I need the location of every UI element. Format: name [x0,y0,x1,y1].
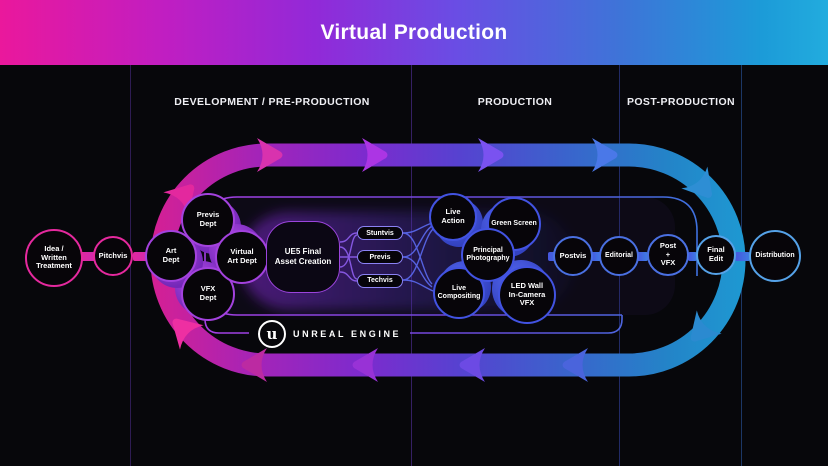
node-idea-written-treatment: Idea / Written Treatment [25,229,83,287]
unreal-engine-logo: u UNREAL ENGINE [249,320,411,348]
node-editorial: Editorial [599,236,639,276]
node-techvis: Techvis [357,273,403,288]
unreal-engine-wordmark: UNREAL ENGINE [293,329,402,339]
node-live-action: Live Action [429,193,477,241]
node-pitchvis: Pitchvis [93,236,133,276]
connector-postvfx-finaledit [688,251,697,261]
loop-arrowheads [163,138,722,382]
fan-lines-left [339,232,358,282]
connector-editorial-postvfx [637,251,648,261]
connector-pitchvis-artdept [133,251,150,261]
node-principal-photography: Principal Photography [461,228,515,282]
connector-postvis-editorial [591,251,601,261]
page-title: Virtual Production [320,20,508,44]
node-distribution: Distribution [749,230,801,282]
node-led-wall-in-camera-vfx: LED Wall In-Camera VFX [498,266,556,324]
connector-finaledit-distribution [735,251,750,261]
workflow-loop-band [150,143,746,377]
phase-label-production: PRODUCTION [477,96,553,108]
node-ue5-final-asset-creation: UE5 Final Asset Creation [266,221,340,293]
header-banner: Virtual Production [0,0,828,65]
phase-label-development: DEVELOPMENT / PRE-PRODUCTION [174,96,370,108]
node-previs: Previs [357,250,403,264]
node-stuntvis: Stuntvis [357,226,403,240]
node-virtual-art-dept: Virtual Art Dept [215,230,269,284]
node-final-edit: Final Edit [696,235,736,275]
node-postvis: Postvis [553,236,593,276]
connector-idea-pitchvis [80,251,96,261]
unreal-engine-icon: u [258,320,286,348]
node-post-vfx: Post + VFX [647,234,689,276]
phase-label-post-production: POST-PRODUCTION [626,96,736,108]
